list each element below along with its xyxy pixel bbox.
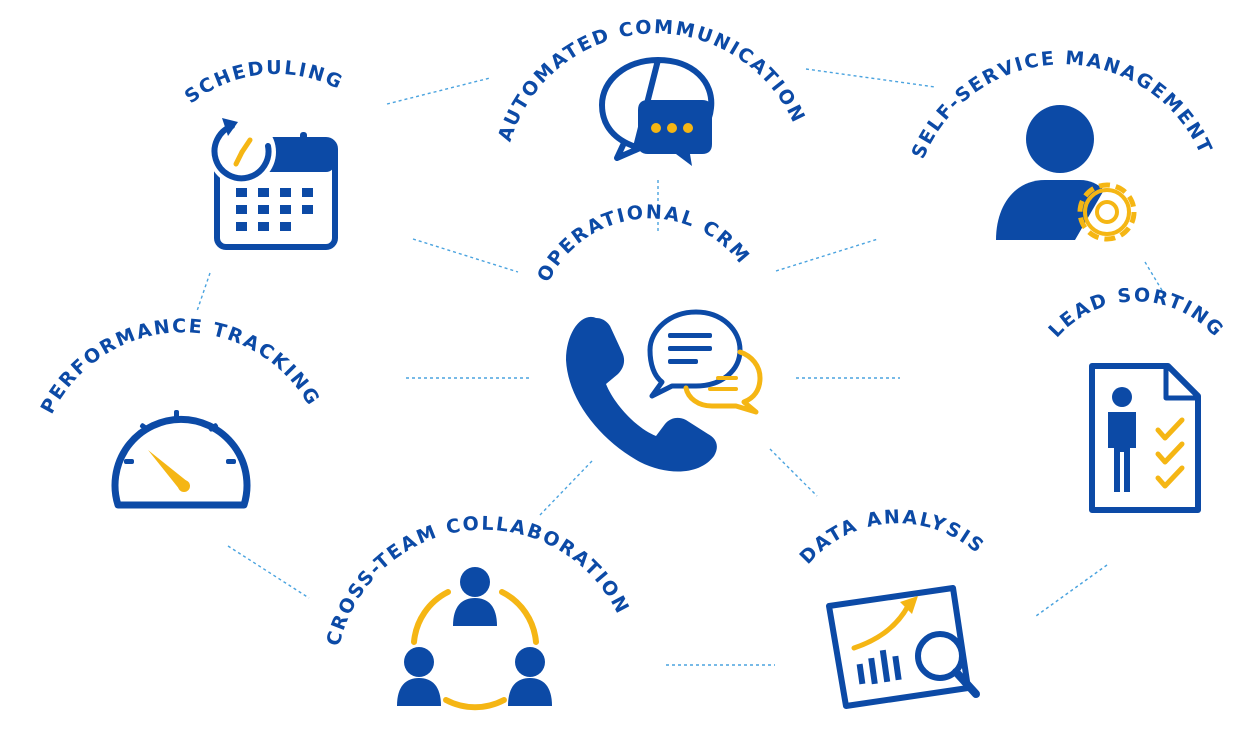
chat-bubbles-icon xyxy=(599,57,715,166)
performance-tracking-label: PERFORMANCE TRACKING xyxy=(37,315,325,417)
connector-line xyxy=(196,272,211,312)
connector-line xyxy=(1035,564,1108,617)
team-cycle-icon xyxy=(397,567,552,711)
connector-lines xyxy=(196,68,1164,666)
phone-chat-icon xyxy=(566,309,763,472)
user-gear-icon xyxy=(996,105,1137,242)
scheduling-label: SCHEDULING xyxy=(181,57,347,108)
checklist-document-icon xyxy=(1089,363,1201,513)
lead-sorting-label: LEAD SORTING xyxy=(1044,284,1228,342)
connector-line xyxy=(412,238,519,273)
connector-line xyxy=(775,238,879,272)
connector-line xyxy=(227,545,310,599)
calendar-clock-icon xyxy=(208,118,338,250)
center-label: OPERATIONAL CRM xyxy=(533,201,755,286)
connector-line xyxy=(805,68,936,88)
chart-magnifier-icon xyxy=(826,585,980,709)
gauge-icon xyxy=(111,410,251,509)
connector-line xyxy=(769,448,818,497)
data-analysis-label: DATA ANALYSIS xyxy=(795,506,989,568)
connector-line xyxy=(539,460,593,516)
connector-line xyxy=(386,77,491,105)
